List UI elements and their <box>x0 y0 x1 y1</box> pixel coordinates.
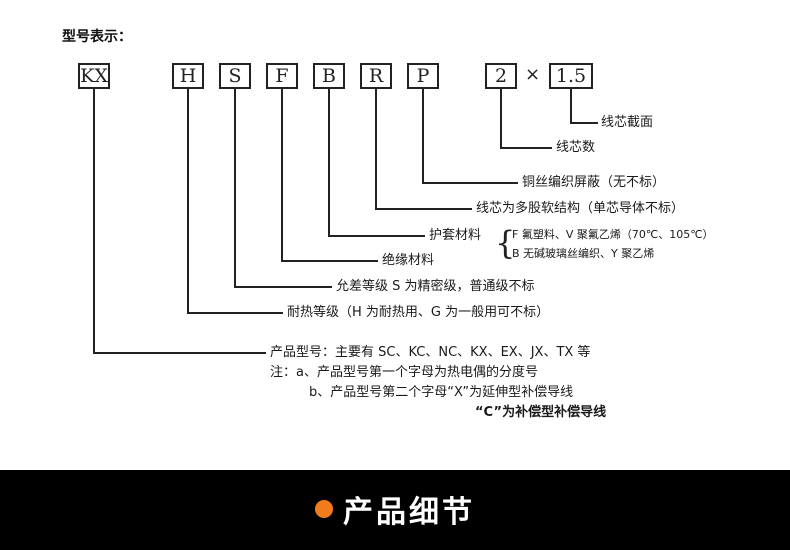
leader-stranded <box>375 89 472 210</box>
diagram-title: 型号表示： <box>62 29 132 45</box>
code-p: P <box>407 63 439 89</box>
code-s: S <box>219 63 251 89</box>
times-sign: × <box>525 64 541 85</box>
leader-shield <box>422 89 518 184</box>
leader-sheath <box>328 89 425 237</box>
code-b: B <box>313 63 345 89</box>
leader-core-count <box>500 89 552 149</box>
code-core-count: 2 <box>485 63 517 89</box>
leader-insulation <box>281 89 378 262</box>
label-shield: 铜丝编织屏蔽（无不标） <box>522 175 666 190</box>
label-insulation: 绝缘材料 <box>382 253 435 268</box>
leader-heat <box>187 89 283 314</box>
leader-model <box>93 89 266 354</box>
code-cross-section: 1.5 <box>549 63 593 89</box>
label-core-count: 线芯数 <box>556 140 596 155</box>
section-title: 产品细节 <box>343 495 475 530</box>
code-h: H <box>172 63 204 89</box>
label-stranded: 线芯为多股软结构（单芯导体不标） <box>476 201 685 216</box>
label-sheath-b: B 无碱玻璃丝编织、Y 聚乙烯 <box>512 247 655 260</box>
code-kx: KX <box>78 63 110 89</box>
sheath-brace: { <box>495 224 516 262</box>
code-f: F <box>266 63 298 89</box>
label-model: 产品型号：主要有 SC、KC、NC、KX、EX、JX、TX 等 <box>270 345 591 360</box>
label-tolerance: 允差等级 S 为精密级，普通级不标 <box>336 279 535 294</box>
section-header-bar: 产品细节 <box>0 470 790 550</box>
leader-lines <box>93 89 598 354</box>
label-note-b: b、产品型号第二个字母“X”为延伸型补偿导线 <box>309 385 574 400</box>
label-sheath: 护套材料 <box>429 228 482 243</box>
code-r: R <box>360 63 392 89</box>
label-heat: 耐热等级（H 为耐热用、G 为一般用可不标） <box>287 305 550 320</box>
label-note-c: “C”为补偿型补偿导线 <box>475 405 607 420</box>
label-sheath-f: F 氟塑料、V 聚氟乙烯（70℃、105℃） <box>512 228 714 241</box>
label-note-a: 注：a、产品型号第一个字母为热电偶的分度号 <box>270 365 538 380</box>
bullet-dot-icon <box>315 500 333 518</box>
label-cross-section: 线芯截面 <box>601 115 654 130</box>
model-designation-diagram: 型号表示： KX H S F B R P 2 × 1.5 线芯截面 线芯数 铜丝… <box>62 29 714 420</box>
leader-cross-section <box>570 89 598 124</box>
leader-tolerance <box>234 89 332 288</box>
